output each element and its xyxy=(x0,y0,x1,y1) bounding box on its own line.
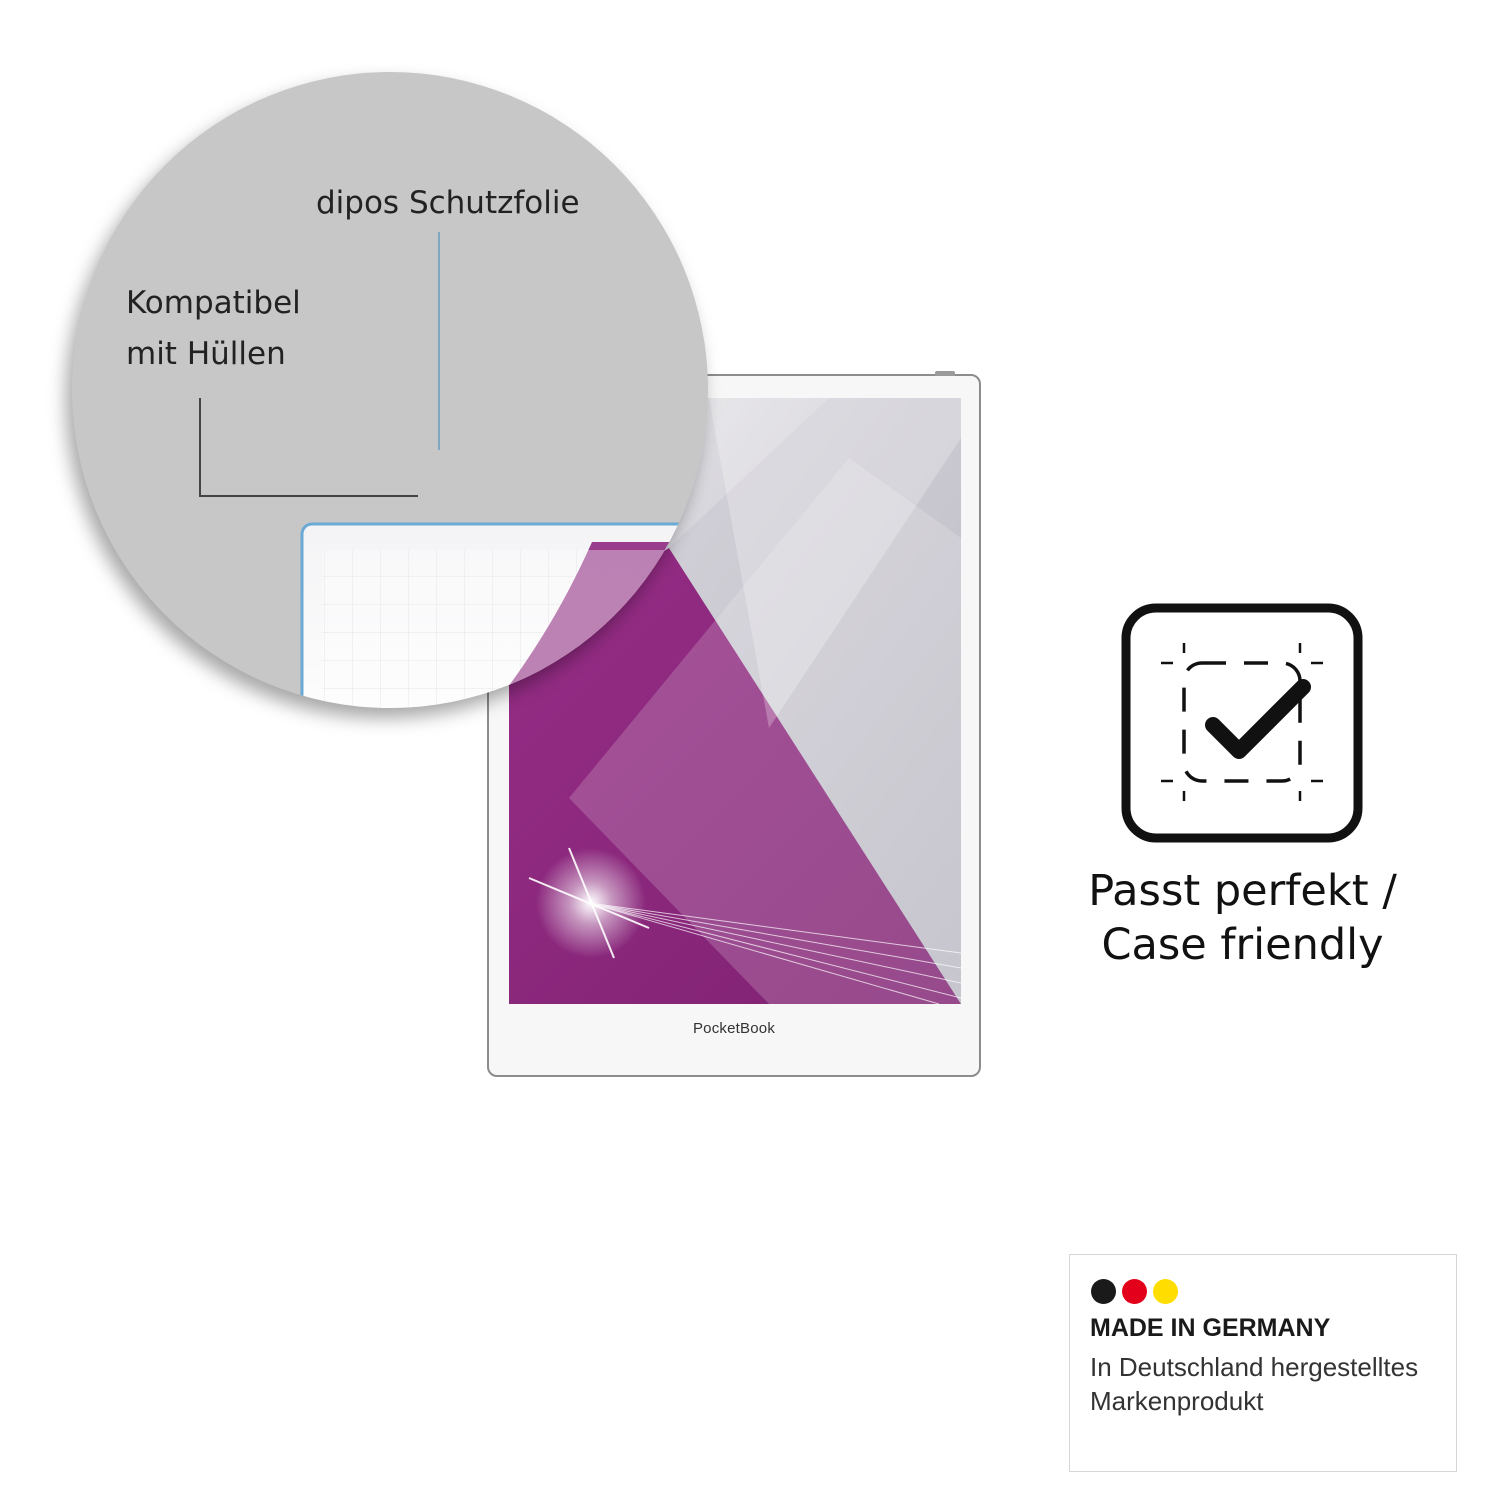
made-in-germany-title: MADE IN GERMANY xyxy=(1090,1314,1331,1342)
fit-caption-line2: Case friendly xyxy=(1101,920,1384,970)
fit-caption: Passt perfekt / Case friendly xyxy=(1040,864,1445,972)
compat-label: Kompatibel mit Hüllen xyxy=(126,278,301,380)
power-button xyxy=(935,371,955,376)
fit-check-icon xyxy=(1121,603,1363,843)
fit-caption-line1: Passt perfekt / xyxy=(1088,866,1397,916)
zoom-illustration xyxy=(199,232,708,708)
compat-pointer-line xyxy=(199,398,418,497)
mig-line2: Markenprodukt xyxy=(1090,1386,1264,1416)
mig-line1: In Deutschland hergestelltes xyxy=(1090,1352,1419,1382)
flag-dot-red xyxy=(1122,1279,1147,1304)
flag-dot-black xyxy=(1091,1279,1116,1304)
flag-dot-gold xyxy=(1153,1279,1178,1304)
made-in-germany-badge: MADE IN GERMANY In Deutschland hergestel… xyxy=(1069,1254,1457,1472)
made-in-germany-subtitle: In Deutschland hergestelltes Markenprodu… xyxy=(1090,1350,1418,1418)
compat-label-line2: mit Hüllen xyxy=(126,336,286,372)
device-brand-logo: PocketBook xyxy=(692,1020,776,1037)
compat-label-line1: Kompatibel xyxy=(126,285,301,321)
zoom-magnifier: dipos Schutzfolie Kompatibel mit Hüllen xyxy=(72,72,708,708)
film-label: dipos Schutzfolie xyxy=(316,185,580,221)
